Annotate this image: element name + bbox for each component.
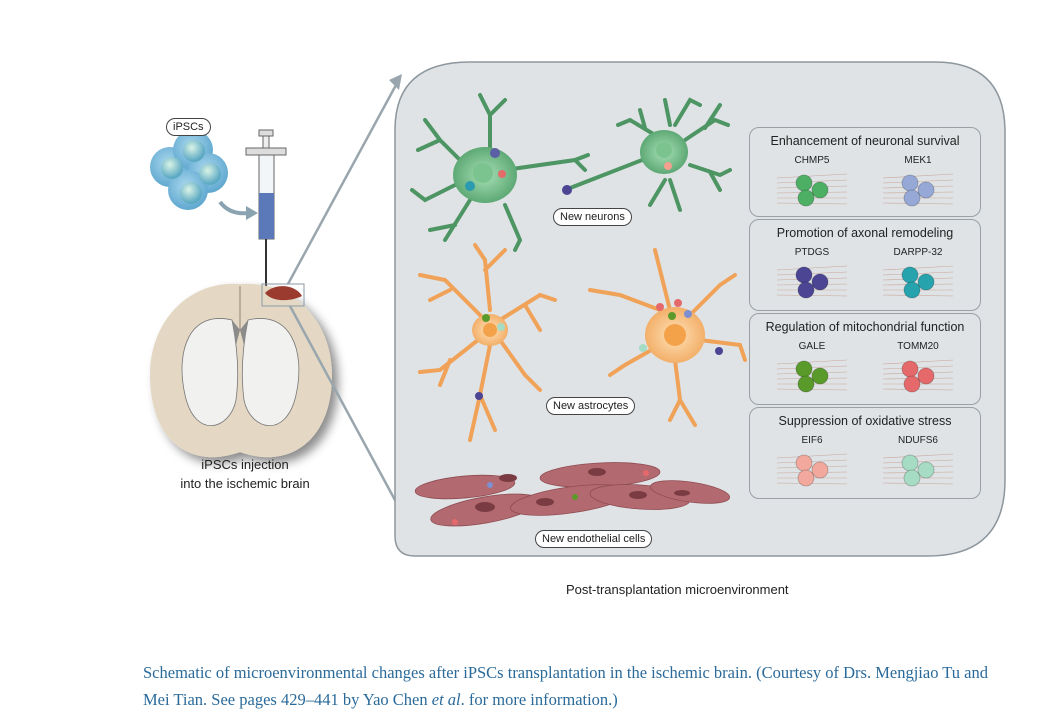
- protein-cluster-icon: [776, 359, 848, 393]
- new-endothelial-cells-label: New endothelial cells: [535, 530, 653, 548]
- left-ventricle: [181, 318, 239, 426]
- injection-label-line2: into the ischemic brain: [180, 476, 310, 491]
- ischemic-lesion: [265, 286, 302, 301]
- zoom-line-top: [286, 84, 398, 285]
- gene-label: EIF6: [801, 435, 823, 446]
- syringe-icon: [245, 129, 287, 290]
- function-panel-title: Regulation of mitochondrial function: [765, 320, 965, 334]
- neuron-icon-2: [563, 97, 732, 212]
- brain-section-icon: [150, 283, 332, 458]
- protein-cluster-icon: [882, 453, 954, 487]
- neuron-icon-1: [410, 93, 590, 252]
- gene-label: PTDGS: [794, 247, 830, 258]
- protein-cluster-icon: [776, 453, 848, 487]
- gene-label: TOMM20: [897, 341, 939, 352]
- astrocyte-icon-2: [588, 248, 747, 427]
- injection-label-line1: iPSCs injection: [201, 457, 289, 472]
- protein-cluster-icon: [882, 359, 954, 393]
- caption-text: Schematic of microenvironmental changes …: [143, 663, 988, 709]
- gene-label: DARPP-32: [893, 247, 943, 258]
- ipsc-cluster-icon: [150, 130, 228, 210]
- function-panel-title: Promotion of axonal remodeling: [776, 226, 954, 240]
- caption-italic: et al: [431, 690, 461, 709]
- new-astrocytes-label: New astrocytes: [546, 397, 636, 415]
- new-neurons-label: New neurons: [553, 208, 632, 226]
- microenvironment-title: Post-transplantation microenvironment: [566, 582, 789, 597]
- protein-cluster-icon: [882, 265, 954, 299]
- gene-label: CHMP5: [794, 155, 830, 166]
- gene-label: NDUFS6: [897, 435, 938, 446]
- figure-caption: Schematic of microenvironmental changes …: [143, 659, 1003, 713]
- arrow-to-syringe-icon: [218, 200, 249, 216]
- gene-label: MEK1: [904, 155, 932, 166]
- function-panel-title: Suppression of oxidative stress: [778, 414, 952, 428]
- caption-text-end: . for more information.): [460, 690, 618, 709]
- ipscs-label: iPSCs: [166, 118, 211, 136]
- zoom-line-bottom: [288, 305, 404, 514]
- protein-cluster-icon: [882, 173, 954, 207]
- right-ventricle: [241, 318, 300, 426]
- astrocyte-icon-1: [418, 243, 557, 442]
- gene-label: GALE: [798, 341, 826, 352]
- injection-label: iPSCs injection into the ischemic brain: [150, 455, 340, 493]
- protein-cluster-icon: [776, 265, 848, 299]
- lesion-highlight-box: [261, 283, 305, 307]
- protein-cluster-icon: [776, 173, 848, 207]
- function-panel-title: Enhancement of neuronal survival: [770, 134, 960, 148]
